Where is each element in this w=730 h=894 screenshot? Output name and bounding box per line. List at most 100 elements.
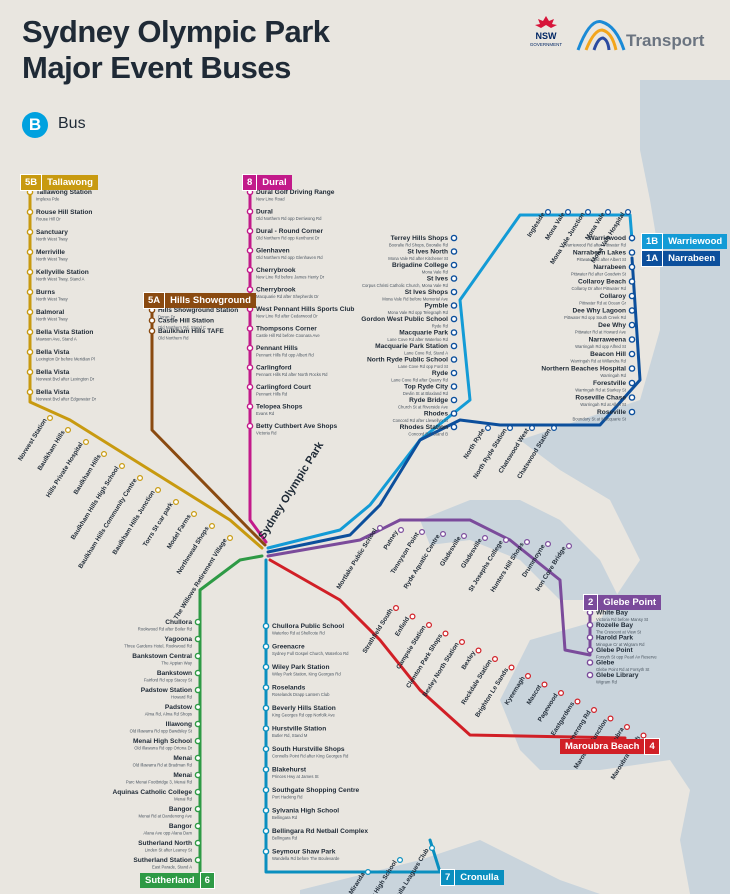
nsw-government-logo: NSW GOVERNMENT [530, 16, 562, 47]
stop-marker [194, 856, 202, 864]
stop-street: Butler Rd, Stand M [272, 733, 308, 738]
stop-marker [194, 754, 202, 762]
stop-name: Baulkham Hills [72, 453, 102, 496]
stop-name: Warriewood [589, 235, 627, 242]
stop-street: Norwest Bvd after Edgewater Dr [36, 397, 97, 402]
stop-marker [377, 524, 384, 531]
stop-marker [623, 723, 630, 730]
stop-marker [503, 536, 510, 543]
stop-name: Sutherland North [138, 840, 192, 847]
stop-marker [564, 209, 571, 216]
stop-marker [450, 234, 458, 242]
stop-marker [246, 208, 254, 215]
line-route-1b [266, 213, 634, 550]
stop-marker [194, 788, 202, 796]
stop-street: New Line Road [256, 197, 285, 202]
stop-marker [461, 532, 468, 539]
stop-name: Chullora Public School [272, 623, 344, 630]
stop-marker [194, 822, 202, 830]
stop-marker [26, 388, 34, 396]
stop-marker [586, 659, 594, 666]
stop-name: Bellingara Rd Netball Complex [272, 828, 368, 835]
stop-marker [528, 425, 535, 432]
stop-street: Church St at Riverside Ave [398, 405, 449, 410]
stop-street: Doran Dr [158, 315, 176, 320]
stop-marker [246, 403, 254, 410]
stop-name: Bella Vista Station [36, 329, 93, 336]
stop-street: Rookwood Rd after Boiler Rd [138, 627, 193, 632]
stop-name: Baulkham Hills [36, 429, 66, 472]
stop-street: Warringah Rd at Starkey St [575, 388, 627, 393]
stop-street: Connells Point Rd after King Georges Rd [272, 754, 349, 759]
stop-marker [100, 451, 107, 458]
stop-street: Mona Vale Rd after Kitchener St [388, 256, 449, 261]
stop-marker [209, 522, 216, 529]
stop-marker [246, 247, 254, 254]
stop-name: Rhodes [424, 411, 449, 418]
stop-name: Bankstown Central [132, 653, 192, 660]
stop-name: Dee Why [598, 322, 626, 329]
stop-street: Norwest Bvd after Lexington Dr [36, 377, 95, 382]
stop-marker [450, 369, 458, 377]
stop-name: Kellyville Station [36, 269, 89, 276]
stop-name: Pennant Hills [256, 345, 298, 352]
stop-name: Rouse Hill Station [36, 209, 92, 216]
stop-street: Old Illawarra Rd opp Ortona Dr [134, 746, 192, 751]
stop-marker [118, 463, 125, 470]
stop-name: Pymble [425, 303, 449, 310]
water-georges-river [300, 840, 600, 894]
stop-name: Dural - Round Corner [256, 228, 323, 235]
stop-name: Betty Cuthbert Ave Shops [256, 423, 338, 430]
stop-street: North West Tway [36, 257, 69, 262]
stop-name: Bexley [460, 649, 477, 671]
stop-name: Padstow [165, 704, 193, 711]
stop-marker [194, 635, 202, 643]
stop-name: Balmoral [36, 309, 64, 316]
stop-street: Lane Cove Rd, Stand A [404, 351, 448, 356]
stop-street: Princes Hwy at James St [272, 774, 319, 779]
stop-street: Boundary St at Macquarie St [572, 417, 626, 422]
water-areas [300, 80, 730, 894]
stop-name: Baulkham Hills High School [70, 465, 121, 541]
stop-name: Terrey Hills Shops [391, 235, 449, 242]
stop-marker [450, 356, 458, 363]
stop-street: Old Illawarra Rd at Bradman Rd [133, 763, 193, 768]
stop-name: Baulkham Hills TAFE [158, 328, 224, 335]
stop-marker [26, 308, 34, 316]
stop-street: Collaroy Dr after Pittwater Rd [572, 286, 627, 291]
stop-name: Bankstown [157, 670, 192, 677]
stop-street: Castle Hill Rd before Coonara Ave [256, 333, 320, 338]
stop-street: Bellingara Rd [272, 815, 298, 820]
stop-name: Model Farms [166, 513, 193, 551]
stop-name: St Ives North [407, 249, 448, 256]
stop-marker [26, 228, 34, 236]
stop-name: Beverly Hills Station [272, 705, 336, 712]
stop-marker [26, 268, 34, 276]
stop-name: Chullora [165, 619, 192, 626]
stop-street: North West Tway, Stand A [36, 277, 85, 282]
stop-name: Hills Showground Station [158, 307, 238, 314]
stop-marker [628, 379, 636, 387]
stop-name: Illawong [166, 721, 192, 728]
stop-name: Collaroy Beach [578, 279, 626, 286]
stop-marker [194, 669, 202, 677]
stop-marker [148, 327, 156, 335]
stop-marker [628, 249, 636, 256]
stop-street: Warringah Rd at Willandra Rd [571, 359, 627, 364]
stop-name: West Pennant Hills Sports Club [256, 306, 354, 313]
stop-name: Narrabeen Lakes [573, 250, 626, 257]
stop-marker [393, 604, 400, 611]
stop-marker [173, 499, 180, 506]
stop-street: Fairford Rd opp Stacey St [144, 678, 193, 683]
stop-street: North West Tway [36, 237, 69, 242]
stop-name: Macquarie Park Station [375, 343, 448, 350]
stop-marker [262, 704, 270, 712]
stop-street: Minogue Cr at Wigram Rd [596, 642, 645, 647]
stop-marker [475, 647, 482, 654]
route-1b-number: 1B [641, 233, 664, 250]
water-harbour-ocean [500, 80, 730, 894]
stop-name: Glebe Point [596, 647, 633, 654]
stop-name: Roseville [597, 409, 626, 416]
stop-marker [450, 329, 458, 336]
